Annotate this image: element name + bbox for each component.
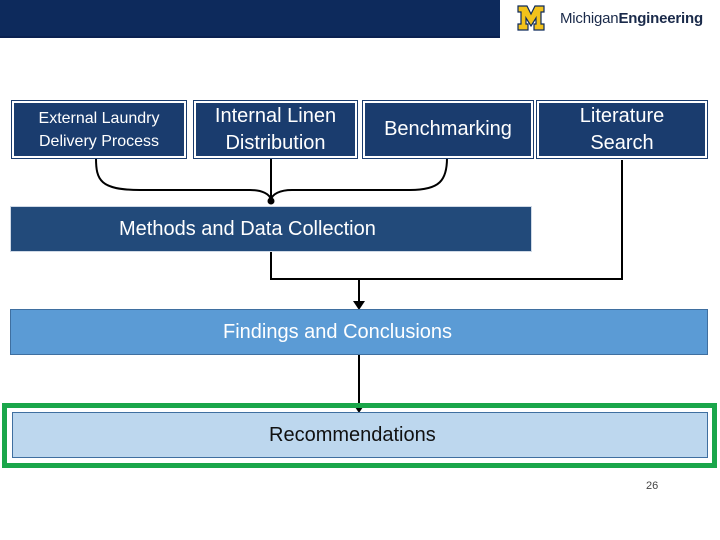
box-recommendations: Recommendations [12,412,708,458]
box-recommendations-label: Recommendations [269,423,436,446]
box-literature-search-line2: Search [590,131,654,154]
box-findings: Findings and Conclusions [10,309,708,355]
header-bar [0,0,500,38]
box-findings-label: Findings and Conclusions [223,320,453,343]
box-benchmarking: Benchmarking [362,100,534,159]
logo-text-michigan: Michigan [560,9,619,27]
box-literature-search-line1: Literature [579,104,665,127]
box-methods-label: Methods and Data Collection [119,217,376,240]
page-number: 26 [646,480,659,492]
logo-text-engineering: Engineering [618,9,703,27]
block-m-icon [517,5,545,31]
brace-junction [267,197,275,205]
box-internal-linen-line1: Internal Linen [214,104,337,127]
recommendations-highlight-frame [2,403,717,468]
box-external-laundry-line2: Delivery Process [38,132,160,150]
box-external-laundry-line1: External Laundry [38,109,160,127]
box-benchmarking-label: Benchmarking [384,118,512,140]
literature-to-findings-line [358,160,623,303]
box-internal-linen-line2: Distribution [225,131,326,154]
arrow-to-findings [353,301,365,310]
box-methods: Methods and Data Collection [10,206,532,252]
methods-to-findings-line [270,252,359,280]
